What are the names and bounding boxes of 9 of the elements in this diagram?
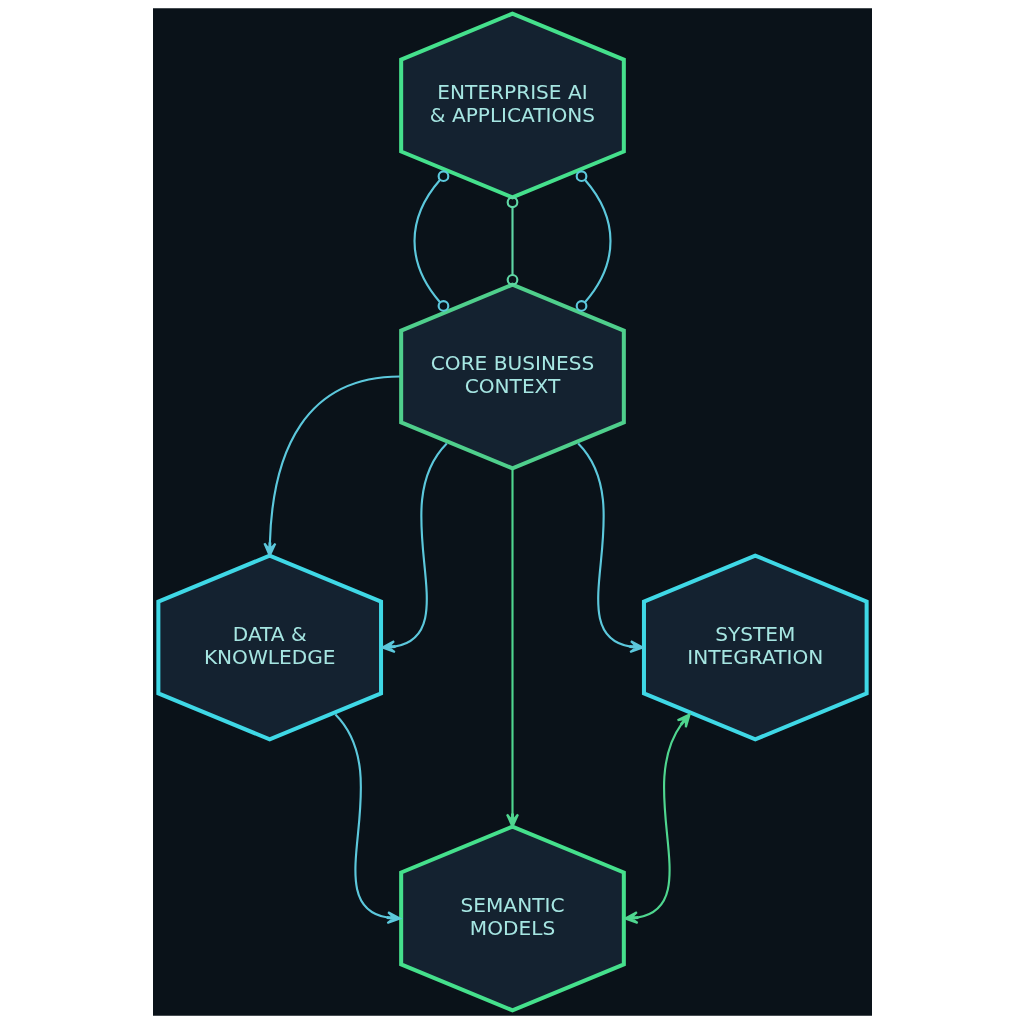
arrow [334, 713, 401, 925]
connector [506, 196, 518, 286]
arrow [262, 375, 400, 557]
arrow [380, 442, 448, 654]
arrow [576, 442, 644, 654]
connector [575, 170, 612, 312]
connector [412, 170, 449, 312]
arrow [623, 713, 691, 925]
arrow [505, 468, 519, 828]
